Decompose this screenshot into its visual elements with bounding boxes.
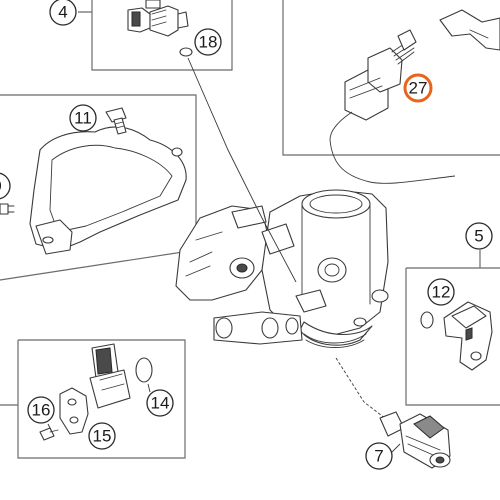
frame-sensor-assembly-14 [0,339,186,459]
bracket-part-top-right [439,9,500,51]
svg-text:11: 11 [74,109,92,128]
leader-14 [147,383,151,393]
frame-wiring-assembly-27 [282,0,500,156]
o-ring-12 [420,311,434,329]
throttle-position-sensor-part [443,301,493,371]
leader-throttle-to-actuator [335,357,391,423]
frame-sensor-assembly-5 [405,250,500,406]
leader-7 [391,443,401,453]
throttle-cover-part [29,126,187,255]
frame-sensor-assembly-4 [78,0,233,71]
o-ring-18 [179,47,193,57]
sensor-bracket-15 [59,387,89,435]
callout-4: 4 [49,0,77,26]
svg-text:18: 18 [199,33,218,52]
callout-12: 12 [427,278,455,306]
callout-5: 5 [465,222,493,250]
leader-16 [47,423,53,433]
svg-text:16: 16 [32,401,51,420]
leader-18-to-throttle-body [187,57,297,283]
callout-0: 0 [0,172,11,200]
screw-16 [39,427,59,441]
idle-actuator-part [379,411,451,469]
callout-11: 11 [69,104,97,132]
screw-left-edge [0,203,15,215]
frame-cover-assembly-11 [0,94,197,281]
map-sensor-part [89,343,131,409]
o-ring-14 [135,357,153,383]
svg-text:0: 0 [0,177,2,196]
svg-text:27: 27 [409,79,428,98]
svg-text:5: 5 [474,227,483,246]
wired-sensor-part [329,29,456,184]
callout-14: 14 [146,389,174,417]
injector-sensor-part [127,0,189,37]
callout-16: 16 [27,396,55,424]
svg-text:7: 7 [374,447,383,466]
screw-11 [105,107,127,135]
svg-text:14: 14 [151,394,170,413]
svg-text:4: 4 [58,3,67,22]
svg-text:15: 15 [93,427,112,446]
throttle-body-part [175,189,389,348]
svg-text:12: 12 [432,283,451,302]
callout-27[interactable]: 27 [403,73,433,103]
callout-15: 15 [88,422,116,450]
callout-7: 7 [365,442,393,470]
callout-18: 18 [194,28,222,56]
